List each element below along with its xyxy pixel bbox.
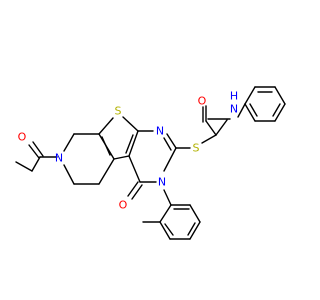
bond [63, 133, 75, 152]
atom-h-amide: H [230, 90, 238, 103]
bond [128, 130, 139, 157]
bond [237, 103, 246, 118]
bond [98, 117, 114, 135]
bond [166, 133, 177, 149]
molecule-canvas: O N S N S O N H N O [15, 86, 286, 240]
bond [189, 204, 201, 223]
bond [163, 147, 177, 172]
bond [163, 189, 172, 206]
atom-s-link: S [193, 142, 200, 155]
bond [159, 221, 171, 240]
bond [215, 119, 228, 136]
bond [163, 137, 172, 151]
bond [244, 103, 256, 122]
bond [63, 164, 75, 185]
atom-n-core: N [158, 176, 166, 189]
bond [122, 116, 139, 132]
bond [113, 155, 130, 160]
bond [28, 144, 40, 159]
bond [205, 120, 217, 136]
molecule-structure: O N S N S O N H N O [15, 86, 286, 240]
bond [98, 158, 115, 185]
atom-layer: O N S N S O N H N O [18, 90, 238, 212]
atom-n-ring: N [55, 152, 63, 165]
bond [127, 181, 139, 197]
bond [101, 136, 111, 156]
atom-n-amide: N [230, 103, 238, 116]
bond [189, 221, 201, 240]
bond [274, 86, 286, 105]
bond [249, 103, 258, 117]
atom-s-thio: S [115, 105, 122, 118]
bond [272, 103, 281, 117]
atom-o-amide: O [198, 95, 207, 108]
atom-n-pyr: N [156, 125, 164, 138]
bond [274, 103, 286, 122]
bond-layer [15, 86, 286, 240]
bond [125, 134, 134, 154]
bond [131, 184, 143, 200]
bond [159, 204, 172, 223]
bond [164, 223, 174, 236]
bond [201, 134, 217, 144]
bond [244, 86, 256, 105]
bond [15, 161, 33, 172]
atom-o-keto: O [119, 199, 128, 212]
bond [128, 155, 141, 183]
bond [187, 222, 196, 236]
bond [31, 156, 41, 172]
bond [32, 141, 44, 157]
atom-o-acetyl: O [18, 131, 27, 144]
